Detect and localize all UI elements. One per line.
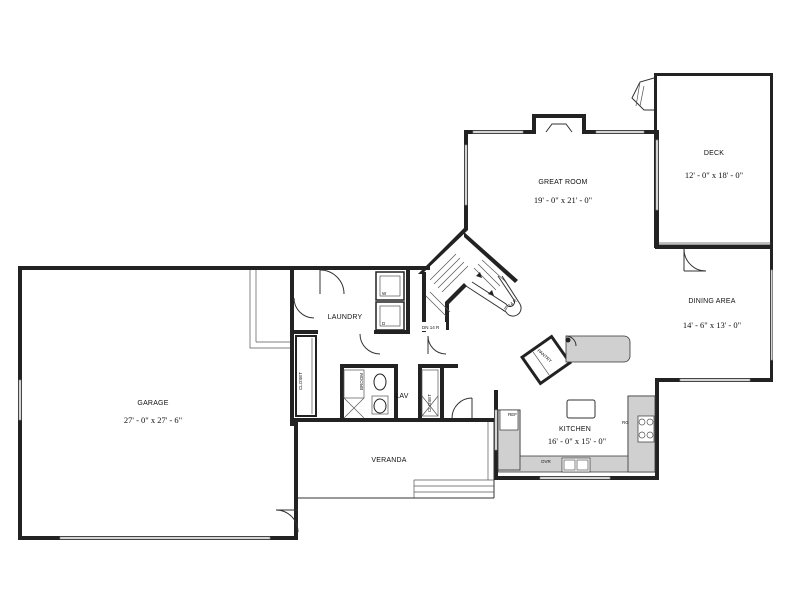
kitchen: KITCHEN 16' - 0" x 15' - 0" xyxy=(548,426,606,446)
laundry-label: LAUNDRY xyxy=(328,314,363,321)
dryer-label: D xyxy=(382,321,386,326)
deck-labels: DECK 12' - 0" x 18' - 0" xyxy=(685,150,743,180)
dining-area: DINING AREA 14' - 6" x 13' - 0" xyxy=(683,298,741,330)
veranda xyxy=(298,422,495,499)
washer-label: W xyxy=(382,291,387,296)
closet-garage-label: CLOSET xyxy=(298,372,303,390)
kitchen-label: KITCHEN xyxy=(559,426,591,433)
garage-label: GARAGE xyxy=(137,400,168,407)
deck-label: DECK xyxy=(704,150,724,157)
great-room-walls xyxy=(464,114,659,248)
stairs-down-label: DN 14 R xyxy=(422,325,440,330)
dining-area-label: DINING AREA xyxy=(688,298,735,305)
broom-label: BROOM xyxy=(359,373,364,390)
closet-hall-label: CLOSET xyxy=(427,394,432,412)
dining-area-size: 14' - 6" x 13' - 0" xyxy=(683,320,741,330)
garage: GARAGE 27' - 0" x 27' - 6" xyxy=(124,400,182,425)
stairs xyxy=(418,228,522,355)
garage-size: 27' - 0" x 27' - 6" xyxy=(124,415,182,425)
veranda-label: VERANDA xyxy=(371,457,406,464)
lav-label: LAV xyxy=(395,393,408,400)
garage-walls xyxy=(18,266,299,540)
oven-label: OVR xyxy=(541,459,552,464)
dining-walls xyxy=(655,245,773,382)
laundry-walls xyxy=(290,266,494,426)
deck-size: 12' - 0" x 18' - 0" xyxy=(685,170,743,180)
range-label: RG xyxy=(622,420,629,425)
stairs-up-label: UP 14 R xyxy=(501,298,518,313)
deck xyxy=(631,73,773,248)
great-room-label: GREAT ROOM xyxy=(538,179,587,186)
kitchen-walls xyxy=(494,334,659,480)
great-room: GREAT ROOM 19' - 0" x 21' - 0" xyxy=(534,179,592,205)
great-room-size: 19' - 0" x 21' - 0" xyxy=(534,195,592,205)
kitchen-size: 16' - 0" x 15' - 0" xyxy=(548,436,606,446)
ref-label: REF xyxy=(508,412,517,417)
